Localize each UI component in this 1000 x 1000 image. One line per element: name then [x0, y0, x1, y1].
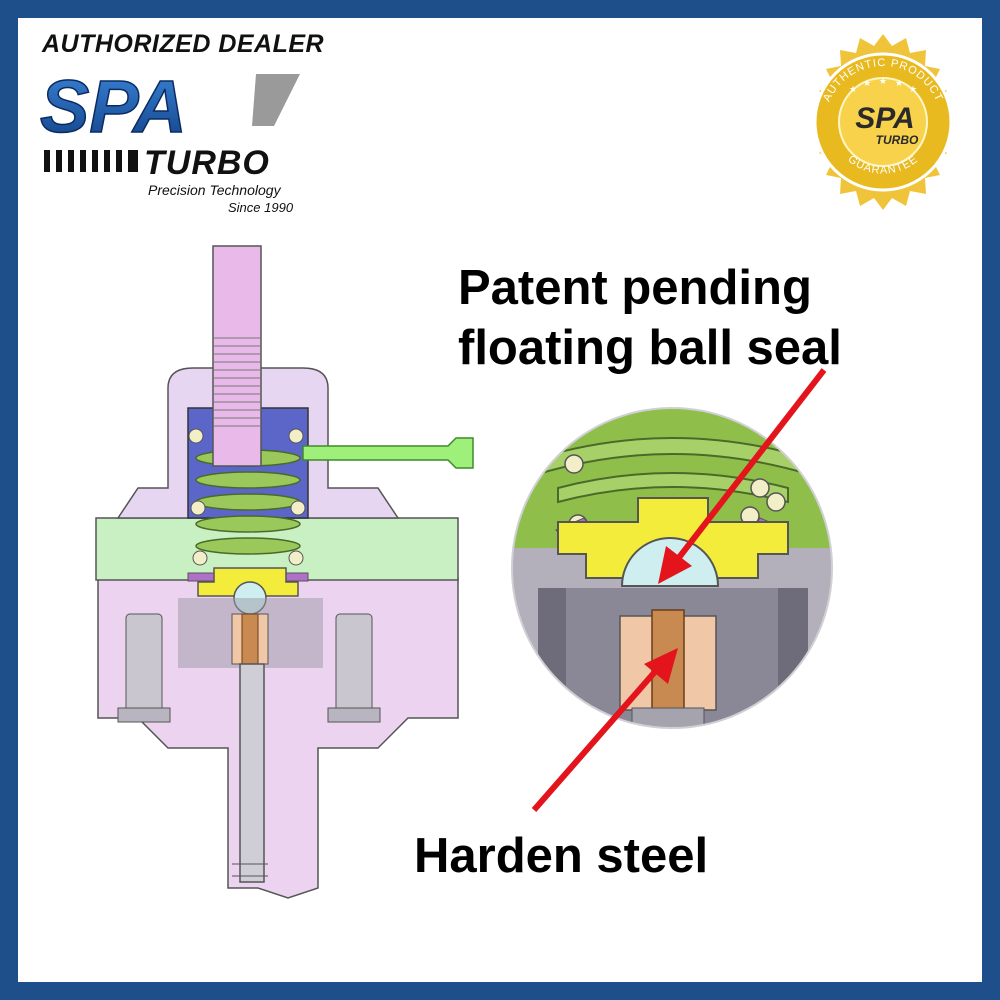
- seal-stars-icon: ★ ★ ★ ★ ★: [849, 76, 917, 94]
- harden-steel-callout: Harden steel: [414, 829, 709, 883]
- regulator-cutaway-diagrams: [95, 245, 833, 899]
- svg-text:★: ★: [879, 76, 887, 86]
- svg-text:★: ★: [895, 78, 903, 88]
- spa-logo-text: SPA: [40, 65, 187, 148]
- spa-turbo-logo: SPA TURBO Precision Technology Since 199…: [38, 62, 318, 215]
- full-regulator-cutaway: [95, 245, 474, 899]
- arrow-to-ball-seal-icon: [658, 368, 827, 584]
- svg-text:★: ★: [849, 84, 857, 94]
- logo-slash-shape: [252, 74, 300, 126]
- turbo-wordmark: TURBO: [144, 144, 270, 182]
- arrow-to-steel-pin-icon: [531, 648, 678, 812]
- svg-text:★: ★: [909, 84, 917, 94]
- seal-turbo-mark: TURBO: [876, 133, 919, 147]
- svg-text:★: ★: [863, 78, 871, 88]
- callout-top-line2: floating ball seal: [458, 321, 842, 375]
- brand-tagline: Precision Technology: [148, 182, 281, 198]
- seal-zoom-detail: [511, 407, 833, 729]
- content-panel: AUTHORIZED DEALER SPA TURBO: [18, 18, 982, 982]
- authorized-dealer-label: AUTHORIZED DEALER: [42, 30, 325, 58]
- authentic-product-seal: AUTHENTIC PRODUCT GUARANTEE SPA TURBO ★ …: [813, 34, 953, 210]
- callout-top-line1: Patent pending: [458, 261, 812, 315]
- spa-logo-graphic: SPA: [39, 64, 300, 172]
- speed-stripes-icon: [44, 150, 138, 172]
- seal-spa-mark: SPA: [855, 102, 914, 135]
- brand-since: Since 1990: [228, 200, 294, 215]
- floating-ball-seal-callout: Patent pending floating ball seal: [458, 258, 842, 378]
